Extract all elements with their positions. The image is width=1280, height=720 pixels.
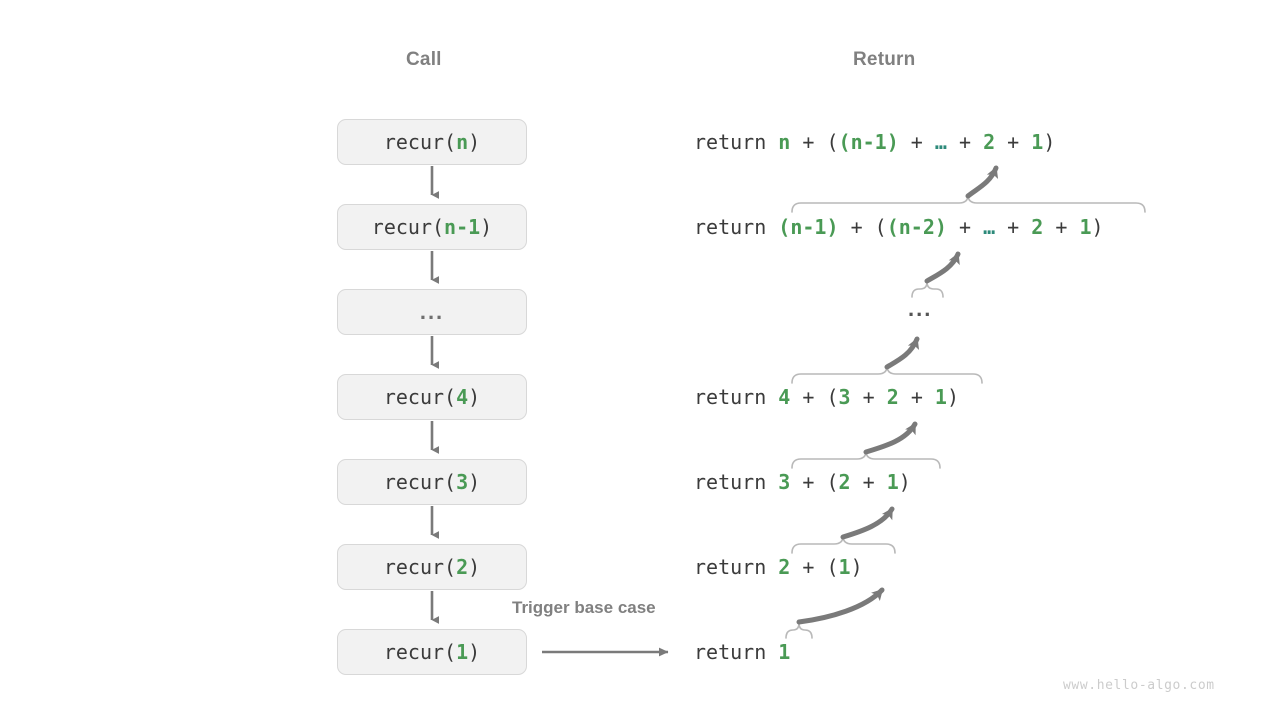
return-expression-text: return 4 + (3 + 2 + 1) — [694, 385, 959, 409]
call-box-recur-2[interactable]: recur(2) — [337, 544, 527, 590]
return-expression-text: return 1 — [694, 640, 791, 664]
call-box-recur-n-1[interactable]: recur(n-1) — [337, 204, 527, 250]
return-expression-text: return 3 + (2 + 1) — [694, 470, 911, 494]
call-box-text: recur(3) — [383, 470, 481, 494]
column-header-call: Call — [406, 49, 442, 70]
watermark: www.hello-algo.com — [1063, 678, 1215, 693]
return-curve-2 — [924, 251, 961, 284]
call-box-recur-n[interactable]: recur(n) — [337, 119, 527, 165]
return-expression-n: return n + ((n-1) + … + 2 + 1) — [694, 125, 1055, 159]
call-box-text: recur(n) — [383, 130, 481, 154]
return-expression-text: return n + ((n-1) + … + 2 + 1) — [694, 130, 1056, 154]
return-ellipsis: ... — [908, 296, 933, 321]
call-box-text: recur(n-1) — [371, 215, 493, 239]
return-curve-4 — [863, 421, 918, 455]
call-box-recur-4[interactable]: recur(4) — [337, 374, 527, 420]
call-box-recur-1[interactable]: recur(1) — [337, 629, 527, 675]
call-box-text: recur(2) — [383, 555, 481, 579]
trigger-base-case-label: Trigger base case — [512, 598, 656, 617]
return-expression-2: return 2 + (1) — [694, 550, 863, 584]
return-curve-5 — [840, 506, 895, 540]
return-curve-1 — [965, 165, 999, 199]
return-expression-text: return (n-1) + ((n-2) + … + 2 + 1) — [694, 215, 1104, 239]
call-box-recur-3[interactable]: recur(3) — [337, 459, 527, 505]
return-expression-n-1: return (n-1) + ((n-2) + … + 2 + 1) — [694, 210, 1104, 244]
return-expression-text: return 2 + (1) — [694, 555, 863, 579]
call-box-text: recur(1) — [383, 640, 481, 664]
column-header-return: Return — [853, 49, 916, 70]
return-curve-3 — [884, 336, 920, 370]
call-box-ellipsis[interactable]: ... — [337, 289, 527, 335]
return-curve-6 — [796, 587, 885, 625]
call-box-text: ... — [419, 299, 445, 324]
call-box-text: recur(4) — [383, 385, 481, 409]
brace-dots — [911, 281, 944, 298]
return-expression-3: return 3 + (2 + 1) — [694, 465, 911, 499]
return-expression-4: return 4 + (3 + 2 + 1) — [694, 380, 959, 414]
return-expression-1: return 1 — [694, 635, 790, 669]
